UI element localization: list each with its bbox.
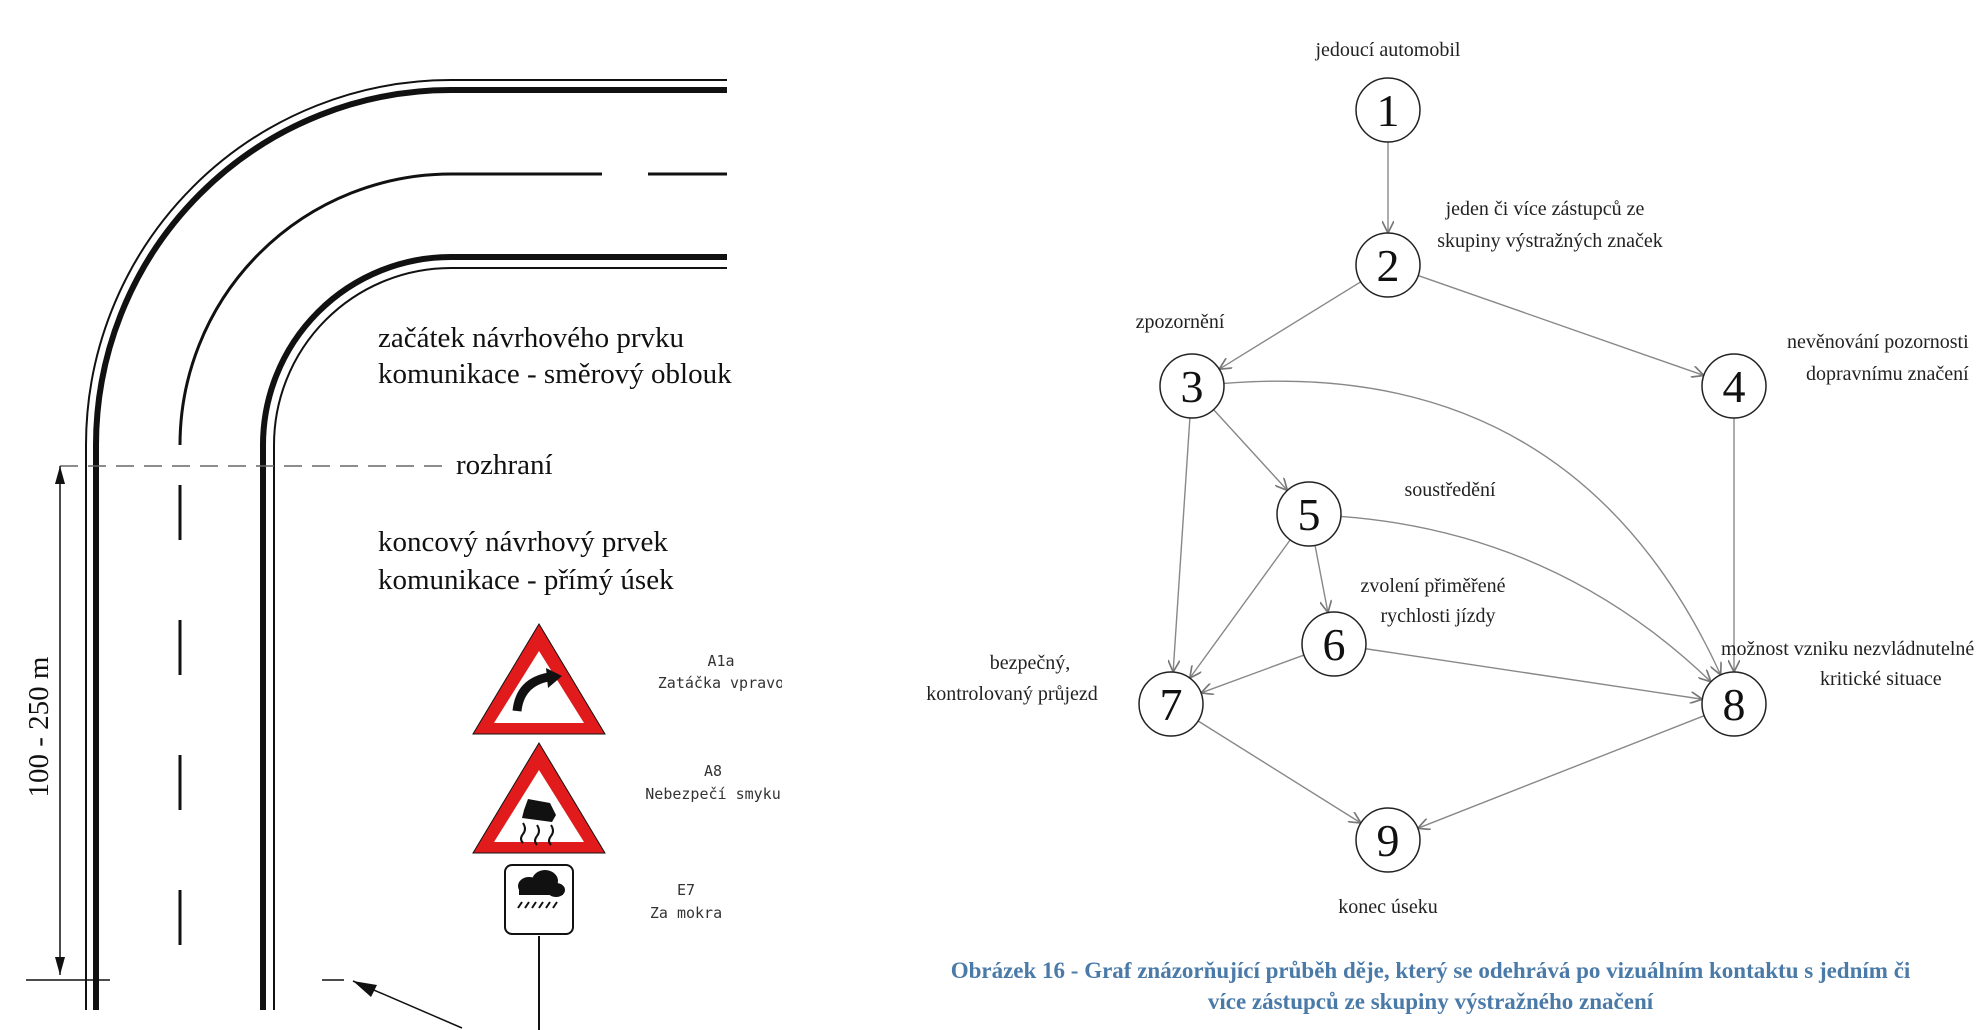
edge-6-7 [1201,654,1305,693]
road-inner-lane-line [260,254,727,1010]
sign-a1a-name: Zatáčka vpravo [658,674,782,692]
node-2-circle [1355,232,1421,298]
node-1-number: 1 [1377,85,1400,136]
edge-6-8 [1365,648,1703,700]
sign-e7-code: E7 [677,881,695,899]
node-6-number: 6 [1323,619,1346,670]
node-6-label-line2: rychlosti jízdy [1381,605,1496,627]
node-5: 5 [1276,481,1342,547]
sign-a1a-code: A1a [707,652,734,670]
node-4-number: 4 [1723,361,1746,412]
rain-cloud-icon [517,870,565,909]
dimension-arrow-bottom-icon [55,957,65,975]
node-4-label-line1: nevěnování pozornosti [1787,331,1969,353]
node-5-number: 5 [1298,489,1321,540]
node-7-number: 7 [1160,679,1183,730]
caption-line2: více zástupců ze skupiny výstražného zna… [1207,989,1654,1014]
edge-5-8 [1340,515,1711,681]
node-6-circle [1301,611,1367,677]
skid-car-icon [520,799,556,846]
graph-edges [1173,142,1734,828]
node-3-number: 3 [1181,361,1204,412]
edge-2-3 [1219,281,1362,369]
node-1-label: jedoucí automobil [1315,39,1461,61]
road-drawing-panel: začátek návrhového prvku komunikace - sm… [0,0,782,1030]
edge-5-7 [1190,539,1291,678]
node-1-circle [1355,77,1421,143]
road-center-line-arc [178,172,602,446]
node-5-label: soustředění [1404,479,1496,501]
sign-a8-name: Nebezpečí smyku [645,785,780,803]
graph-nodes: 1 2 3 4 5 6 7 8 9 [1138,77,1767,873]
node-9-label: konec úseku [1338,896,1437,918]
node-2: 2 [1355,232,1421,298]
node-2-label-line1: jeden či více zástupců ze [1445,198,1645,220]
node-7: 7 [1138,671,1204,737]
node-6-label-line1: zvolení přiměřené [1361,575,1506,597]
node-4: 4 [1701,353,1767,419]
node-1: 1 [1355,77,1421,143]
node-3-circle [1159,353,1225,419]
node-7-label-line1: bezpečný, [990,652,1071,674]
sign-a1a [472,623,606,735]
road-outer-lane-line [93,87,727,1010]
distance-label: 100 - 250 m [23,656,55,797]
interface-label: rozhraní [456,449,553,481]
edge-5-6 [1314,545,1328,612]
node-2-label-line2: skupiny výstražných značek [1437,230,1662,252]
node-8-circle [1701,671,1767,737]
node-9-circle [1355,807,1421,873]
label-start-line2: komunikace - směrový oblouk [378,358,732,390]
figure-caption: Obrázek 16 - Graf znázorňující průběh dě… [880,955,1981,1017]
node-8-label-line2: kritické situace [1820,668,1942,690]
node-9-number: 9 [1377,815,1400,866]
node-3-label: zpozornění [1136,311,1225,333]
pointer-arrow-icon [353,981,377,997]
node-8-number: 8 [1723,679,1746,730]
sign-a8 [472,742,606,854]
label-end-line1: koncový návrhový prvek [378,526,668,558]
dimension-arrow-top-icon [55,466,65,484]
node-8-label-line1: možnost vzniku nezvládnutelné [1721,638,1974,660]
label-end-line2: komunikace - přímý úsek [378,564,674,596]
node-9: 9 [1355,807,1421,873]
road-inner-edge-line [273,267,727,1010]
node-4-circle [1701,353,1767,419]
curve-right-icon [512,672,550,712]
sign-e7 [504,864,574,935]
edge-2-4 [1417,274,1704,376]
sign-a8-code: A8 [704,762,722,780]
node-7-circle [1138,671,1204,737]
node-3: 3 [1159,353,1225,419]
label-start-line1: začátek návrhového prvku [378,322,684,354]
caption-line1: Obrázek 16 - Graf znázorňující průběh dě… [950,958,1911,983]
process-graph: 1 2 3 4 5 6 7 8 9 jedoucí automobil jeden či víc… [926,39,1974,918]
node-7-label-line2: kontrolovaný průjezd [926,683,1098,705]
road-outer-edge-line [85,79,727,1010]
node-5-circle [1276,481,1342,547]
edge-8-9 [1418,715,1705,829]
process-graph-panel: 1 2 3 4 5 6 7 8 9 jedoucí automobil jeden či víc… [832,0,1981,1030]
sign-e7-name: Za mokra [650,904,722,922]
edge-7-9 [1197,720,1361,823]
edge-3-8 [1223,380,1721,675]
node-4-label-line2: dopravnímu značení [1806,363,1969,385]
node-6: 6 [1301,611,1367,677]
edge-3-7 [1173,417,1191,672]
edge-3-5 [1213,409,1288,491]
road-drawing: začátek návrhového prvku komunikace - sm… [23,79,782,1030]
node-8: 8 [1701,671,1767,737]
node-2-number: 2 [1377,240,1400,291]
